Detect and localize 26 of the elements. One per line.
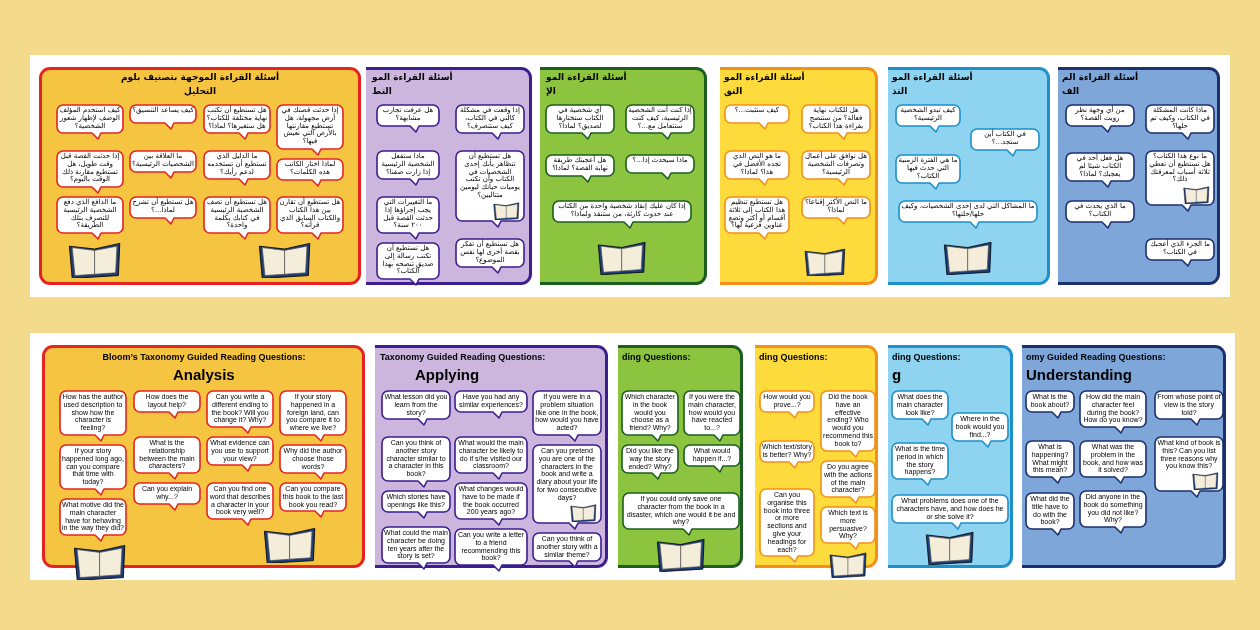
worksheet-title: التحليل [184,86,216,97]
worksheet-title: ding Questions: [892,352,961,363]
worksheet-title: الإ [546,86,556,97]
worksheet-title: Taxonomy Guided Reading Questions: [380,352,546,363]
worksheet-title: التق [724,86,743,97]
worksheet-title: Analysis [173,366,235,384]
worksheet-title: أسئلة القراءة الموجهة بتصنيف بلوم [121,72,280,83]
worksheet-title: أسئلة القراءة المو [724,72,805,83]
worksheet-panel [888,345,1013,568]
worksheet-title: أسئلة القراءة المو [372,72,453,83]
worksheet-panel [1058,67,1220,285]
worksheet-title: التط [372,86,392,97]
worksheet-panel [720,67,878,285]
worksheet-title: Applying [415,366,480,384]
worksheet-panel [540,67,707,285]
worksheet-title: أسئلة القراءة الم [1062,72,1139,83]
worksheet-title: الف [1062,86,1080,97]
worksheet-title: أسئلة القراءة المو [546,72,627,83]
worksheet-title: أسئلة القراءة المو [892,72,973,83]
worksheet-title: ding Questions: [759,352,828,363]
worksheet-title: Bloom’s Taxonomy Guided Reading Questions: [102,352,306,363]
worksheet-title: التذ [892,86,908,97]
worksheet-title: Understanding [1026,366,1132,384]
worksheet-title: omy Guided Reading Questions: [1026,352,1166,363]
worksheet-title: g [892,366,902,384]
worksheet-title: ding Questions: [622,352,691,363]
